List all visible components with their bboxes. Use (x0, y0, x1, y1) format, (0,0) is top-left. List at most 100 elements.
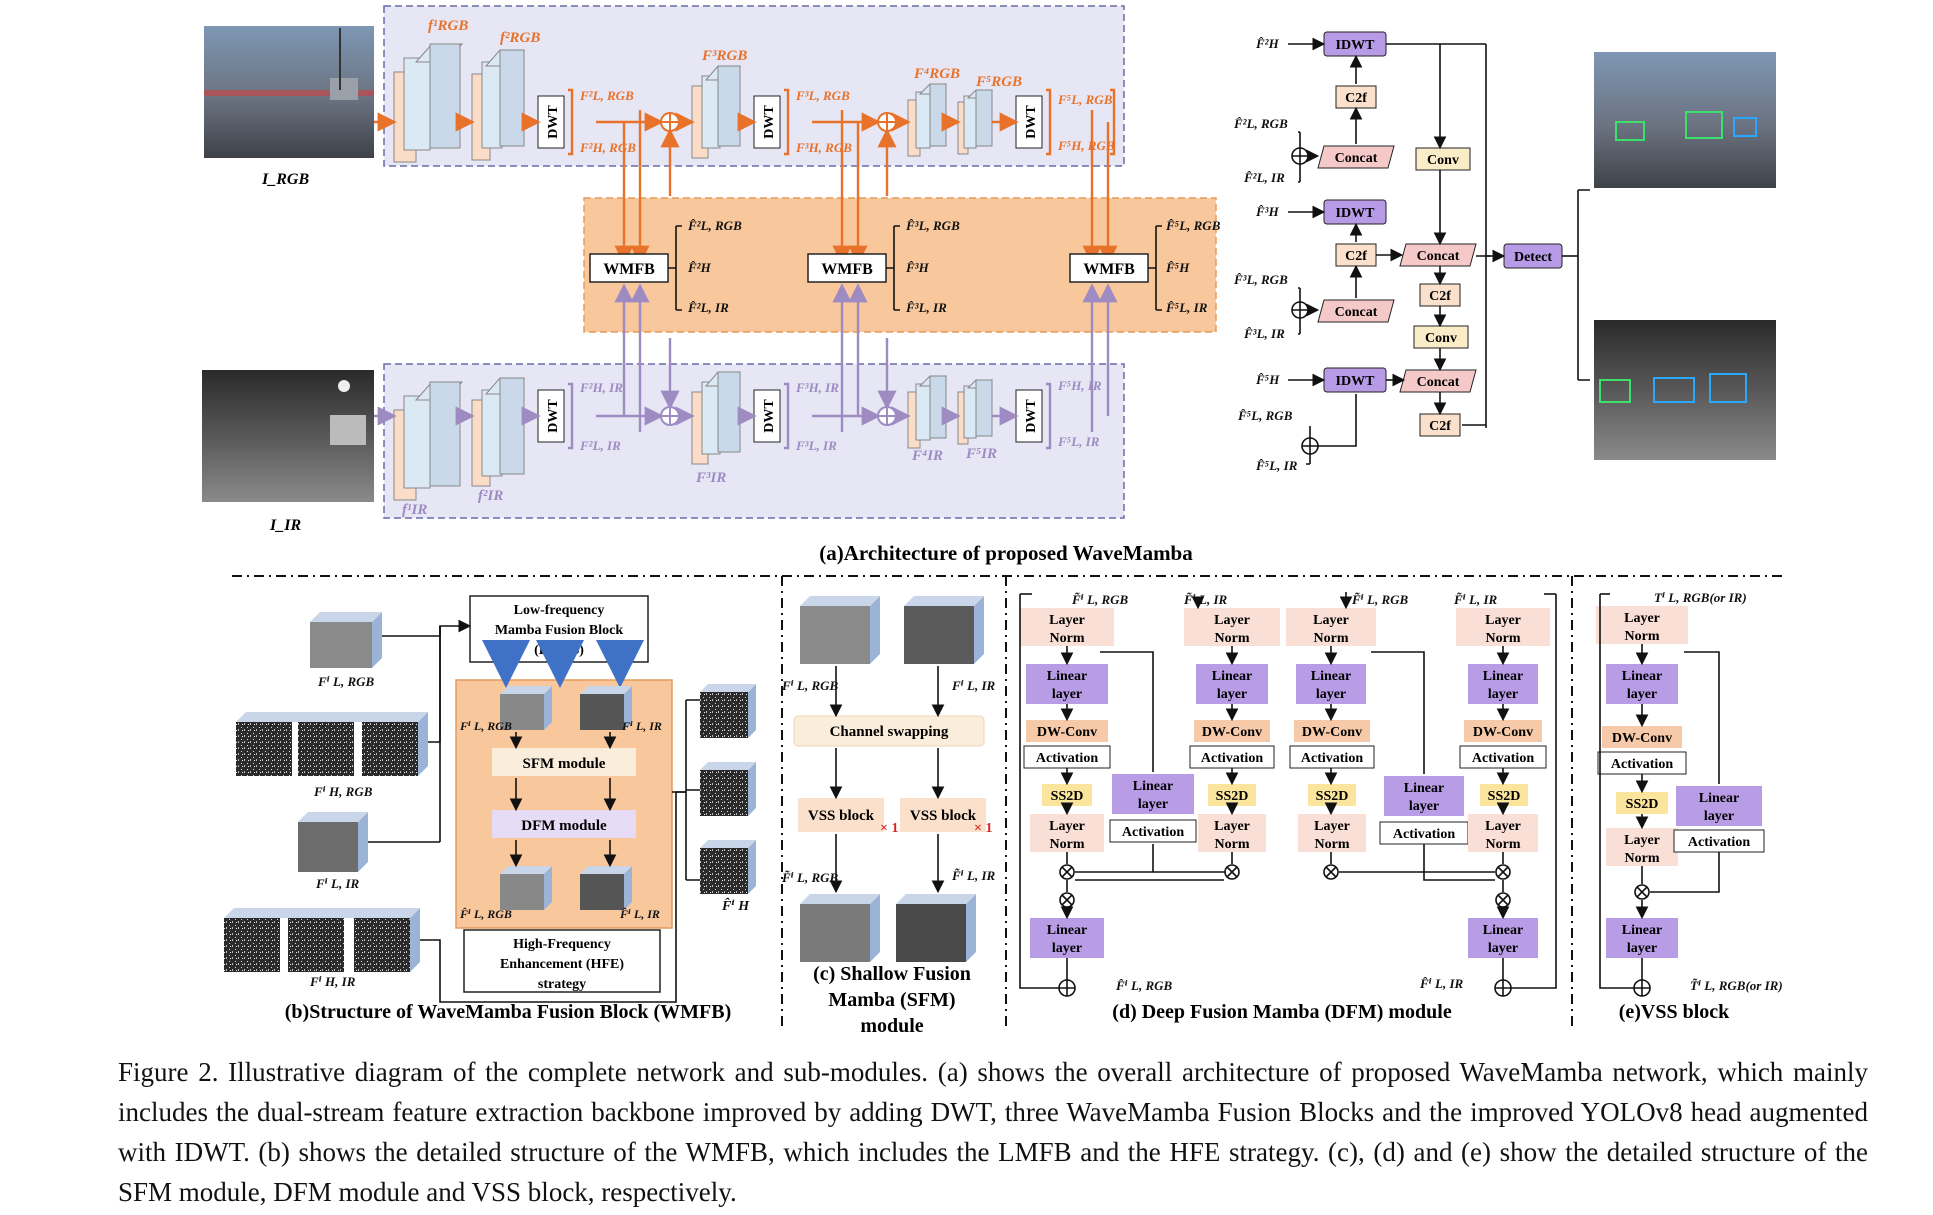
svg-text:Linear: Linear (1047, 923, 1087, 938)
dfm-col1-activation: Activation (1023, 745, 1111, 769)
dfm-col3-gate-activation: Activation (1379, 821, 1469, 845)
svg-text:layer: layer (1052, 687, 1082, 702)
ir-dwt1-low: F²L, IR (579, 438, 621, 453)
figure-caption: Figure 2. Illustrative diagram of the co… (118, 1057, 1868, 1207)
svg-text:DWT: DWT (1024, 399, 1039, 433)
svg-text:(LMFB): (LMFB) (534, 643, 584, 658)
wmfb1-out-low-rgb: F̂²L, RGB (687, 218, 742, 233)
wmfb-label-high-ir: Fⁱ H, IR (309, 974, 356, 989)
wmfb2-out-low-ir: F̂³L, IR (905, 300, 947, 315)
dfm-label-in-rgb-2: F̃ⁱ L, RGB (1351, 592, 1409, 607)
svg-text:Layer: Layer (1049, 819, 1085, 834)
svg-text:Layer: Layer (1485, 613, 1521, 628)
head-detect: Detect (1503, 243, 1563, 269)
dfm-col4-ss2d: SS2D (1480, 784, 1528, 806)
svg-text:SS2D: SS2D (1216, 789, 1249, 804)
vss-gate-activation: Activation (1673, 829, 1765, 853)
wmfb-input-high-rgb-cubes (236, 712, 428, 776)
svg-text:WMFB: WMFB (821, 261, 873, 278)
svg-text:Linear: Linear (1212, 669, 1252, 684)
svg-text:Norm: Norm (1315, 837, 1350, 852)
svg-text:Concat: Concat (1335, 151, 1378, 166)
dfm-label-in-ir-1: F̃ⁱ L, IR (1183, 592, 1228, 607)
rgb-add-1 (660, 112, 680, 132)
dfm-label-in-rgb-1: F̃ⁱ L, RGB (1071, 592, 1129, 607)
svg-text:Linear: Linear (1404, 781, 1444, 796)
wmfb-output-high-cubes (700, 684, 756, 894)
dfm-col2-ss2d: SS2D (1208, 784, 1256, 806)
svg-text:Concat: Concat (1417, 249, 1460, 264)
svg-text:DWT: DWT (1024, 105, 1039, 139)
rgb-add-2 (877, 112, 897, 132)
head-input-f2l-rgb: F̂²L, RGB (1233, 116, 1288, 131)
svg-text:DW-Conv: DW-Conv (1473, 725, 1533, 740)
head-c2f-2: C2f (1335, 243, 1377, 267)
dfm-col1-dwconv: DW-Conv (1026, 720, 1108, 742)
rgb-feature-label-3: F³RGB (701, 48, 747, 64)
head-concat-2: Concat (1399, 243, 1477, 267)
rgb-stage-1-feature (393, 43, 464, 163)
svg-text:SS2D: SS2D (1488, 789, 1521, 804)
ir-stage-4-feature (907, 375, 948, 449)
ir-dwt3-low: F⁵L, IR (1057, 434, 1100, 449)
svg-text:DW-Conv: DW-Conv (1037, 725, 1097, 740)
svg-text:SS2D: SS2D (1316, 789, 1349, 804)
svg-text:layer: layer (1488, 687, 1518, 702)
head-c2f-4: C2f (1419, 413, 1461, 437)
head-add-3 (1301, 437, 1319, 455)
svg-text:IDWT: IDWT (1336, 38, 1376, 53)
svg-text:Enhancement (HFE): Enhancement (HFE) (500, 957, 624, 972)
svg-text:VSS block: VSS block (808, 808, 875, 824)
rgb-dwt2-high: F³H, RGB (795, 140, 852, 155)
panel-a-title: (a)Architecture of proposed WaveMamba (819, 541, 1193, 565)
ir-stage-1-feature (393, 381, 464, 501)
ir-detection-output-image (1594, 320, 1776, 460)
head-idwt-1: IDWT (1323, 31, 1387, 57)
ir-feature-label-4: F⁴IR (911, 448, 943, 464)
panel-d-title: (d) Deep Fusion Mamba (DFM) module (1112, 1001, 1452, 1023)
sfm-label-out-ir: F̃ⁱ L, IR (951, 868, 996, 883)
sfm-module-box: SFM module (492, 748, 636, 776)
wmfb-input-high-ir-cubes (224, 908, 420, 972)
lmfb-blue-arrows (482, 640, 644, 688)
rgb-dwt1-high: F²H, RGB (579, 140, 636, 155)
svg-text:Activation: Activation (1472, 751, 1534, 766)
wmfb-block-3: WMFB (1069, 253, 1149, 283)
dfm-col3-activation: Activation (1289, 745, 1375, 769)
svg-text:SS2D: SS2D (1051, 789, 1084, 804)
svg-text:Layer: Layer (1485, 819, 1521, 834)
ir-add-1 (660, 406, 680, 426)
wmfb-label-high-rgb: Fⁱ H, RGB (313, 784, 373, 799)
svg-text:Low-frequency: Low-frequency (514, 603, 605, 618)
dfm-col1-gate-activation: Activation (1109, 819, 1197, 843)
dfm-col4-activation: Activation (1459, 745, 1547, 769)
svg-text:DW-Conv: DW-Conv (1302, 725, 1362, 740)
dfm-col3-ss2d: SS2D (1308, 784, 1356, 806)
head-conv-1: Conv (1415, 147, 1471, 171)
svg-text:layer: layer (1409, 799, 1439, 814)
svg-text:DW-Conv: DW-Conv (1612, 731, 1672, 746)
head-input-f2h: F̂²H (1255, 36, 1280, 51)
svg-text:Activation: Activation (1611, 757, 1673, 772)
svg-text:Norm: Norm (1215, 631, 1250, 646)
panel-b-title: (b)Structure of WaveMamba Fusion Block (… (285, 1001, 731, 1023)
svg-text:IDWT: IDWT (1336, 374, 1376, 389)
svg-text:IDWT: IDWT (1336, 206, 1376, 221)
vss-activation: Activation (1597, 751, 1687, 775)
vss-ss2d: SS2D (1616, 792, 1668, 814)
ir-dwt2-low: F³L, IR (795, 438, 837, 453)
vss-dwconv: DW-Conv (1602, 726, 1682, 748)
svg-text:Linear: Linear (1047, 669, 1087, 684)
wmfb1-out-low-ir: F̂²L, IR (687, 300, 729, 315)
ir-input-label: I_IR (269, 517, 301, 534)
lmfb-rgb-cube-in (500, 686, 552, 730)
wmfb-label-low-rgb: Fⁱ L, RGB (317, 674, 375, 689)
sfm-label-in-rgb: Fⁱ L, RGB (781, 678, 839, 693)
ir-feature-label-5: F⁵IR (965, 446, 997, 462)
svg-text:Layer: Layer (1314, 819, 1350, 834)
dfm-col2-dwconv: DW-Conv (1194, 720, 1270, 742)
